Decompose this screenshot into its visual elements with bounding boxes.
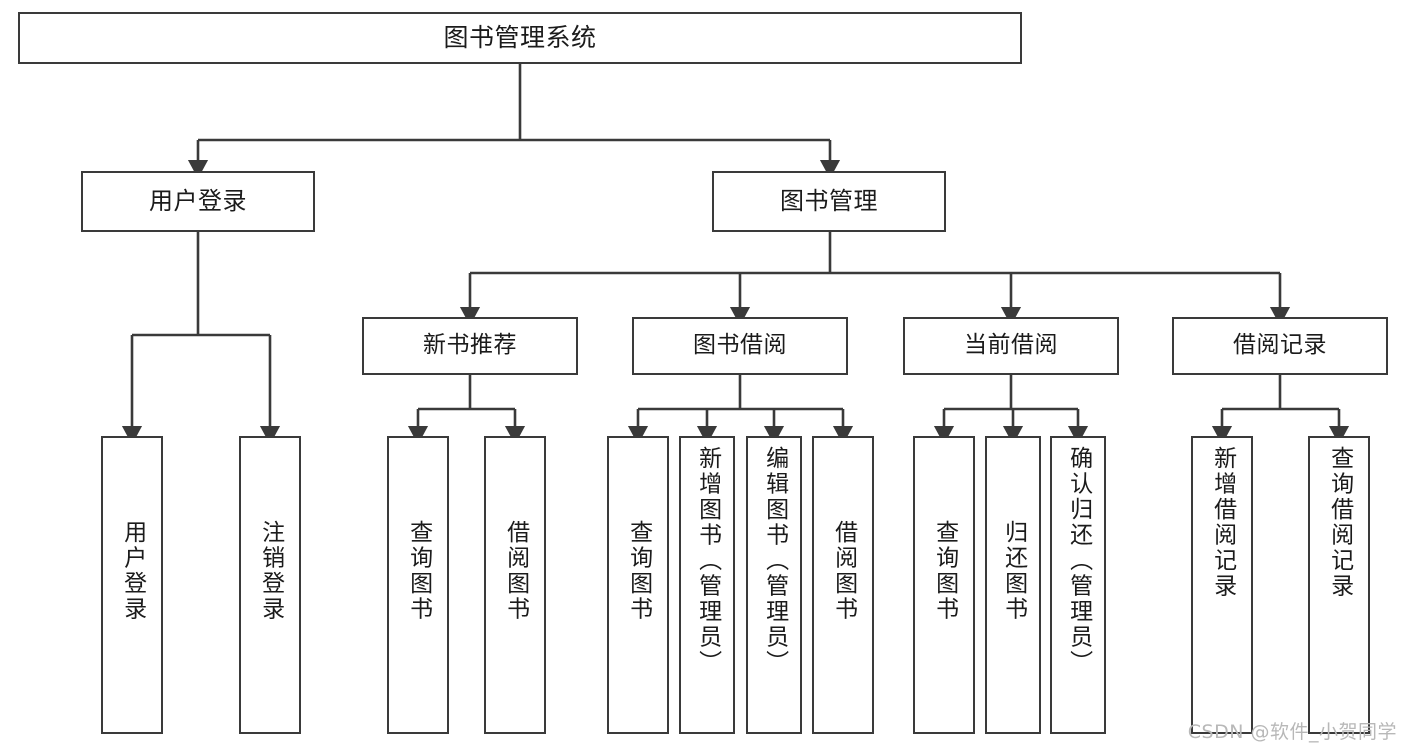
node-book-borrow-label: 图书借阅 xyxy=(693,332,787,359)
node-current-borrow-label: 当前借阅 xyxy=(964,332,1058,359)
node-leaf-borrow-book-1[interactable]: 借阅图书 xyxy=(484,436,546,734)
node-leaf-add-book[interactable]: 新增图书（管理员） xyxy=(679,436,735,734)
node-user-login-label: 用户登录 xyxy=(149,187,247,216)
node-leaf-return-book-label: 归还图书 xyxy=(1000,520,1027,622)
node-current-borrow[interactable]: 当前借阅 xyxy=(903,317,1119,375)
node-leaf-query-book-1-label: 查询图书 xyxy=(405,520,432,622)
node-book-manage[interactable]: 图书管理 xyxy=(712,171,946,232)
node-leaf-user-login[interactable]: 用户登录 xyxy=(101,436,163,734)
node-leaf-user-login-label: 用户登录 xyxy=(119,520,146,622)
node-leaf-return-book[interactable]: 归还图书 xyxy=(985,436,1041,734)
csdn-watermark: CSDN @软件_小贺同学 xyxy=(1187,721,1397,743)
node-new-book-recommend[interactable]: 新书推荐 xyxy=(362,317,578,375)
node-leaf-confirm-return-label: 确认归还（管理员） xyxy=(1065,446,1092,676)
node-leaf-borrow-book-2-label: 借阅图书 xyxy=(830,520,857,622)
node-root-system-label: 图书管理系统 xyxy=(443,23,597,53)
node-leaf-add-borrow-record[interactable]: 新增借阅记录 xyxy=(1191,436,1253,734)
node-leaf-borrow-book-2[interactable]: 借阅图书 xyxy=(812,436,874,734)
node-book-manage-label: 图书管理 xyxy=(780,187,878,216)
node-borrow-record-label: 借阅记录 xyxy=(1233,332,1327,359)
node-leaf-query-book-1[interactable]: 查询图书 xyxy=(387,436,449,734)
node-user-login[interactable]: 用户登录 xyxy=(81,171,315,232)
node-leaf-edit-book-label: 编辑图书（管理员） xyxy=(761,446,788,676)
node-leaf-add-book-label: 新增图书（管理员） xyxy=(694,446,721,676)
node-leaf-logout-label: 注销登录 xyxy=(257,520,284,622)
node-leaf-edit-book[interactable]: 编辑图书（管理员） xyxy=(746,436,802,734)
node-leaf-confirm-return[interactable]: 确认归还（管理员） xyxy=(1050,436,1106,734)
node-leaf-borrow-book-1-label: 借阅图书 xyxy=(502,520,529,622)
node-borrow-record[interactable]: 借阅记录 xyxy=(1172,317,1388,375)
node-new-book-recommend-label: 新书推荐 xyxy=(423,332,517,359)
node-leaf-query-book-2[interactable]: 查询图书 xyxy=(607,436,669,734)
node-leaf-query-book-2-label: 查询图书 xyxy=(625,520,652,622)
node-book-borrow[interactable]: 图书借阅 xyxy=(632,317,848,375)
node-leaf-add-borrow-record-label: 新增借阅记录 xyxy=(1209,446,1236,599)
node-leaf-query-borrow-record-label: 查询借阅记录 xyxy=(1326,446,1353,599)
node-leaf-query-book-3[interactable]: 查询图书 xyxy=(913,436,975,734)
node-leaf-query-borrow-record[interactable]: 查询借阅记录 xyxy=(1308,436,1370,734)
node-root-system[interactable]: 图书管理系统 xyxy=(18,12,1022,64)
node-leaf-query-book-3-label: 查询图书 xyxy=(931,520,958,622)
node-leaf-logout[interactable]: 注销登录 xyxy=(239,436,301,734)
